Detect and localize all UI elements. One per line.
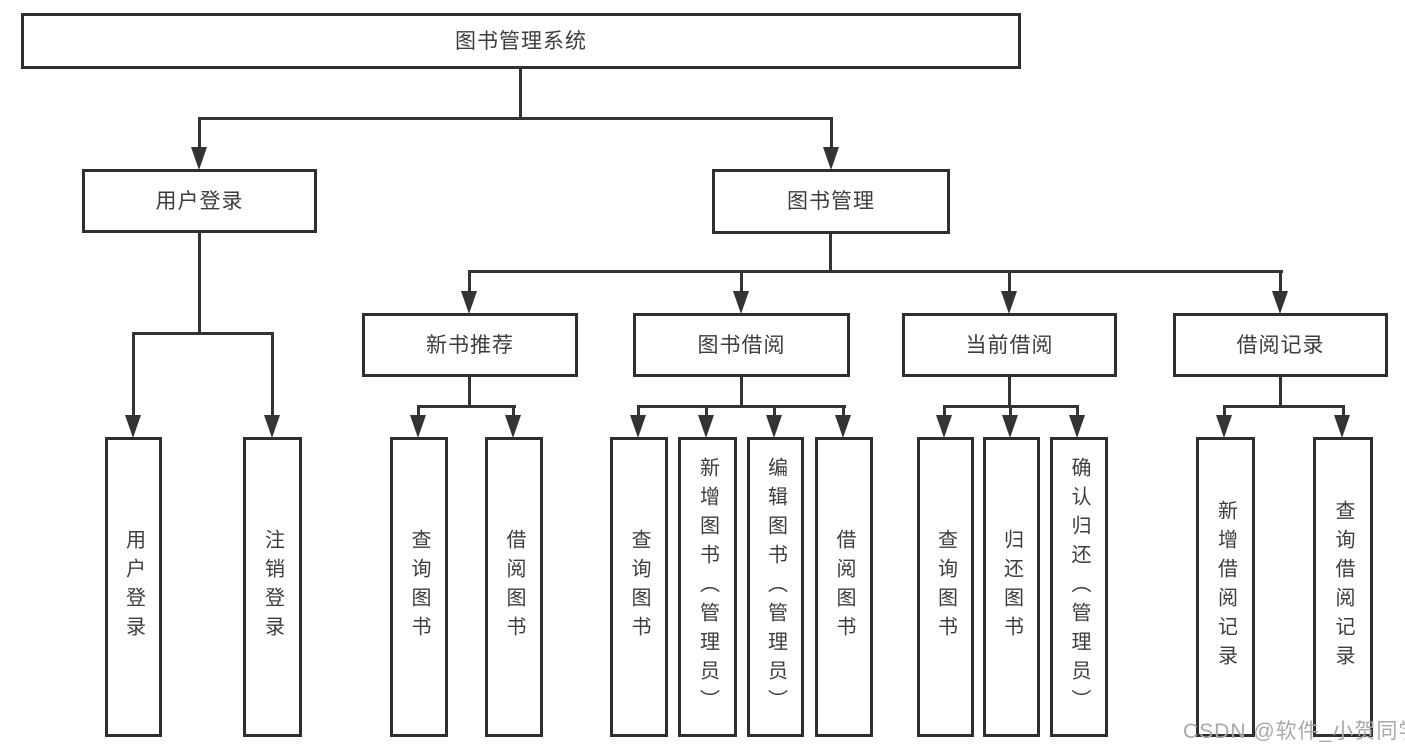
arrow-down-icon (823, 147, 839, 170)
node-label: 用户登录 (155, 189, 244, 213)
arrow-down-icon (125, 415, 141, 438)
connector-line (943, 405, 946, 418)
node-book-borrowing: 图书借阅 (633, 313, 850, 377)
leaf-label: 新增借阅记录 (1214, 500, 1237, 674)
connector-line (637, 405, 846, 408)
connector-line (705, 405, 708, 418)
connector-line (740, 270, 743, 293)
connector-line (519, 69, 522, 118)
leaf-query-books-borrowing: 查询图书 (610, 437, 668, 737)
connector-line (830, 117, 833, 150)
leaf-label: 查询图书 (934, 529, 957, 645)
connector-line (1008, 270, 1011, 293)
connector-line (1279, 377, 1282, 408)
leaf-label: 查询借阅记录 (1332, 500, 1354, 674)
node-label: 借阅记录 (1236, 333, 1325, 357)
connector-line (773, 405, 776, 418)
arrow-down-icon (1002, 415, 1018, 438)
leaf-label: 注销登录 (261, 529, 284, 645)
arrow-down-icon (835, 415, 851, 438)
leaf-label: 用户登录 (122, 529, 145, 645)
leaf-return-books: 归还图书 (983, 437, 1040, 737)
leaf-query-books-current: 查询图书 (917, 437, 974, 737)
csdn-watermark: CSDN @软件_小贺同学 (1183, 720, 1405, 743)
connector-line (198, 117, 201, 150)
arrow-down-icon (936, 415, 952, 438)
connector-line (1342, 405, 1345, 418)
arrow-down-icon (505, 415, 521, 438)
leaf-confirm-return-admin: 确认归还（管理员） (1050, 437, 1108, 737)
node-current-borrowing: 当前借阅 (902, 313, 1117, 377)
leaf-label: 借阅图书 (503, 529, 525, 645)
connector-line (468, 270, 1283, 273)
node-library-system: 图书管理系统 (21, 13, 1021, 69)
leaf-query-books-recommend: 查询图书 (390, 437, 448, 737)
arrow-down-icon (1001, 291, 1017, 314)
connector-line (417, 405, 420, 418)
arrow-down-icon (733, 291, 749, 314)
arrow-down-icon (1069, 415, 1085, 438)
node-user-login: 用户登录 (82, 169, 317, 233)
arrow-down-icon (698, 415, 714, 438)
connector-line (1009, 405, 1012, 418)
connector-line (1223, 405, 1226, 418)
leaf-label: 新增图书（管理员） (696, 456, 719, 718)
connector-line (468, 270, 471, 293)
leaf-label: 归还图书 (1000, 529, 1023, 645)
leaf-label: 查询图书 (408, 529, 430, 645)
connector-line (842, 405, 845, 418)
arrow-down-icon (264, 415, 280, 438)
leaf-add-borrow-record: 新增借阅记录 (1196, 437, 1255, 737)
leaf-borrow-books-recommend: 借阅图书 (485, 437, 543, 737)
node-label: 当前借阅 (965, 333, 1054, 357)
connector-line (740, 377, 743, 408)
leaf-add-books-admin: 新增图书（管理员） (678, 437, 737, 737)
connector-line (1008, 377, 1011, 408)
arrow-down-icon (1216, 415, 1232, 438)
leaf-label: 借阅图书 (833, 529, 855, 645)
connector-line (1076, 405, 1079, 418)
connector-line (198, 233, 201, 335)
leaf-label: 查询图书 (628, 529, 650, 645)
connector-line (637, 405, 640, 418)
node-label: 图书借阅 (697, 333, 786, 357)
arrow-down-icon (766, 415, 782, 438)
connector-line (829, 234, 832, 273)
node-label: 新书推荐 (426, 333, 514, 357)
leaf-user-login: 用户登录 (105, 437, 162, 737)
arrow-down-icon (191, 147, 207, 170)
arrow-down-icon (630, 415, 646, 438)
connector-line (1223, 405, 1345, 408)
arrow-down-icon (1334, 415, 1350, 438)
connector-line (468, 377, 471, 408)
leaf-borrow-books: 借阅图书 (815, 437, 873, 737)
node-label: 图书管理 (787, 190, 875, 213)
connector-line (132, 332, 135, 417)
arrow-down-icon (461, 291, 477, 314)
leaf-label: 确认归还（管理员） (1068, 456, 1090, 718)
connector-line (1279, 270, 1282, 293)
node-label: 图书管理系统 (455, 29, 587, 53)
connector-line (132, 332, 274, 335)
leaf-edit-books-admin: 编辑图书（管理员） (747, 437, 804, 737)
node-book-management: 图书管理 (712, 169, 950, 234)
connector-line (512, 405, 515, 418)
leaf-logout: 注销登录 (243, 437, 302, 737)
node-new-book-recommend: 新书推荐 (362, 313, 578, 377)
arrow-down-icon (1272, 291, 1288, 314)
node-borrowing-records: 借阅记录 (1173, 313, 1388, 377)
arrow-down-icon (410, 415, 426, 438)
connector-line (271, 332, 274, 417)
connector-line (198, 117, 833, 120)
connector-line (417, 405, 516, 408)
leaf-label: 编辑图书（管理员） (764, 456, 787, 718)
leaf-query-borrow-record: 查询借阅记录 (1313, 437, 1373, 737)
